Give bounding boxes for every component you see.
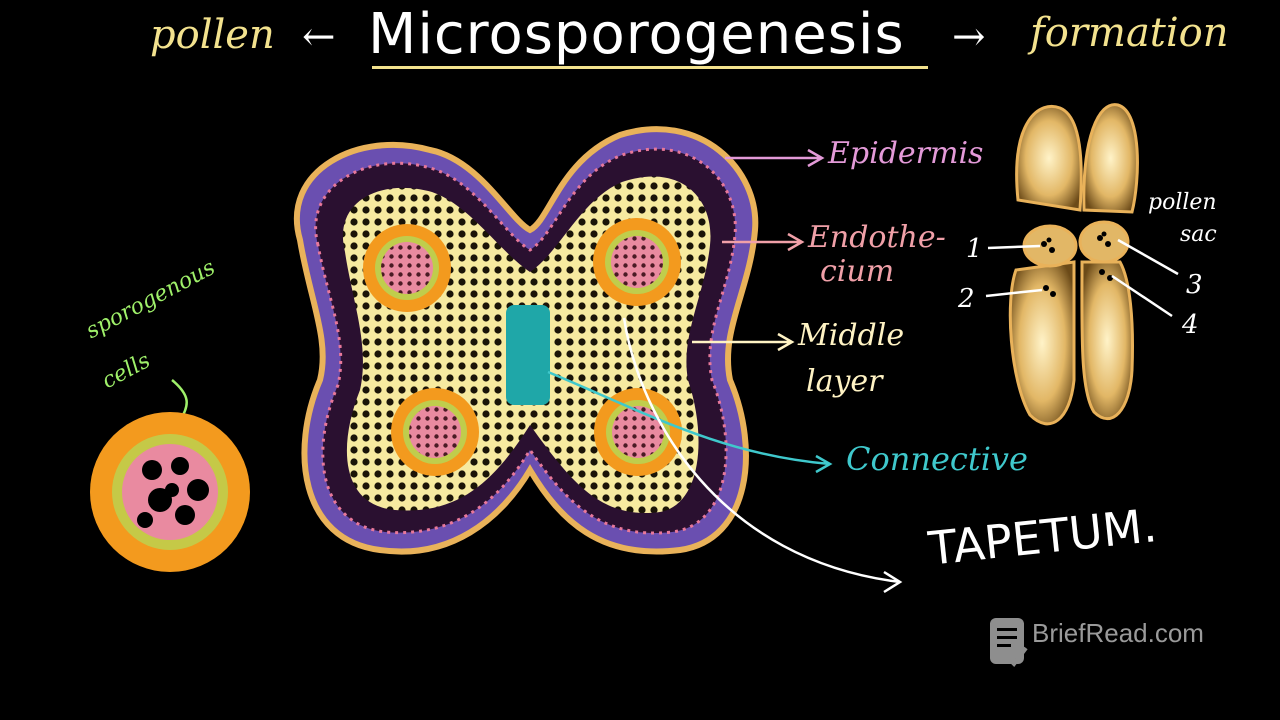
watermark: BriefRead.com bbox=[990, 618, 1204, 649]
title-underline bbox=[372, 66, 928, 69]
pollen-sac-bottom-left bbox=[391, 388, 479, 476]
pollen-word: pollen bbox=[150, 12, 275, 58]
pollen-sac-number-2: 2 bbox=[958, 284, 975, 314]
pollen-sac-top-right bbox=[593, 218, 681, 306]
anther-cross-section bbox=[293, 126, 759, 555]
label-connective: Connective bbox=[846, 440, 1028, 478]
watermark-text: BriefRead.com bbox=[1032, 618, 1204, 648]
label-epidermis: Epidermis bbox=[828, 136, 984, 171]
epidermis-arrow bbox=[725, 148, 825, 168]
anther-whole bbox=[985, 103, 1179, 426]
pollen-sac-top-left bbox=[363, 224, 451, 312]
sporogenous-cell-detail bbox=[90, 412, 250, 572]
connective-tissue bbox=[506, 305, 550, 405]
page-title: Microsporogenesis bbox=[368, 2, 905, 67]
endothecium-arrow bbox=[722, 232, 805, 252]
label-pollen-sac-line2: sac bbox=[1180, 222, 1217, 247]
label-arrows bbox=[171, 148, 903, 594]
pollen-sac-number-3: 3 bbox=[1186, 270, 1203, 300]
middle-layer-arrow bbox=[692, 332, 795, 352]
pollen-sac-number-1: 1 bbox=[966, 234, 983, 264]
pollen-sac-bottom-right bbox=[594, 388, 682, 476]
document-icon bbox=[990, 618, 1028, 668]
label-middle-line1: Middle bbox=[798, 318, 905, 353]
label-middle-line2: layer bbox=[806, 364, 883, 399]
formation-word: formation bbox=[1030, 10, 1229, 56]
label-endothecium-line1: Endothe- bbox=[808, 220, 946, 255]
tapetum-arrow bbox=[622, 317, 903, 594]
label-endothecium-line2: cium bbox=[820, 254, 895, 289]
arrow-left-icon: ← bbox=[302, 14, 336, 60]
arrow-right-icon: → bbox=[952, 14, 986, 60]
connective-arrow bbox=[547, 370, 833, 474]
label-pollen-sac-line1: pollen bbox=[1148, 190, 1217, 215]
pollen-sac-number-4: 4 bbox=[1182, 310, 1199, 340]
